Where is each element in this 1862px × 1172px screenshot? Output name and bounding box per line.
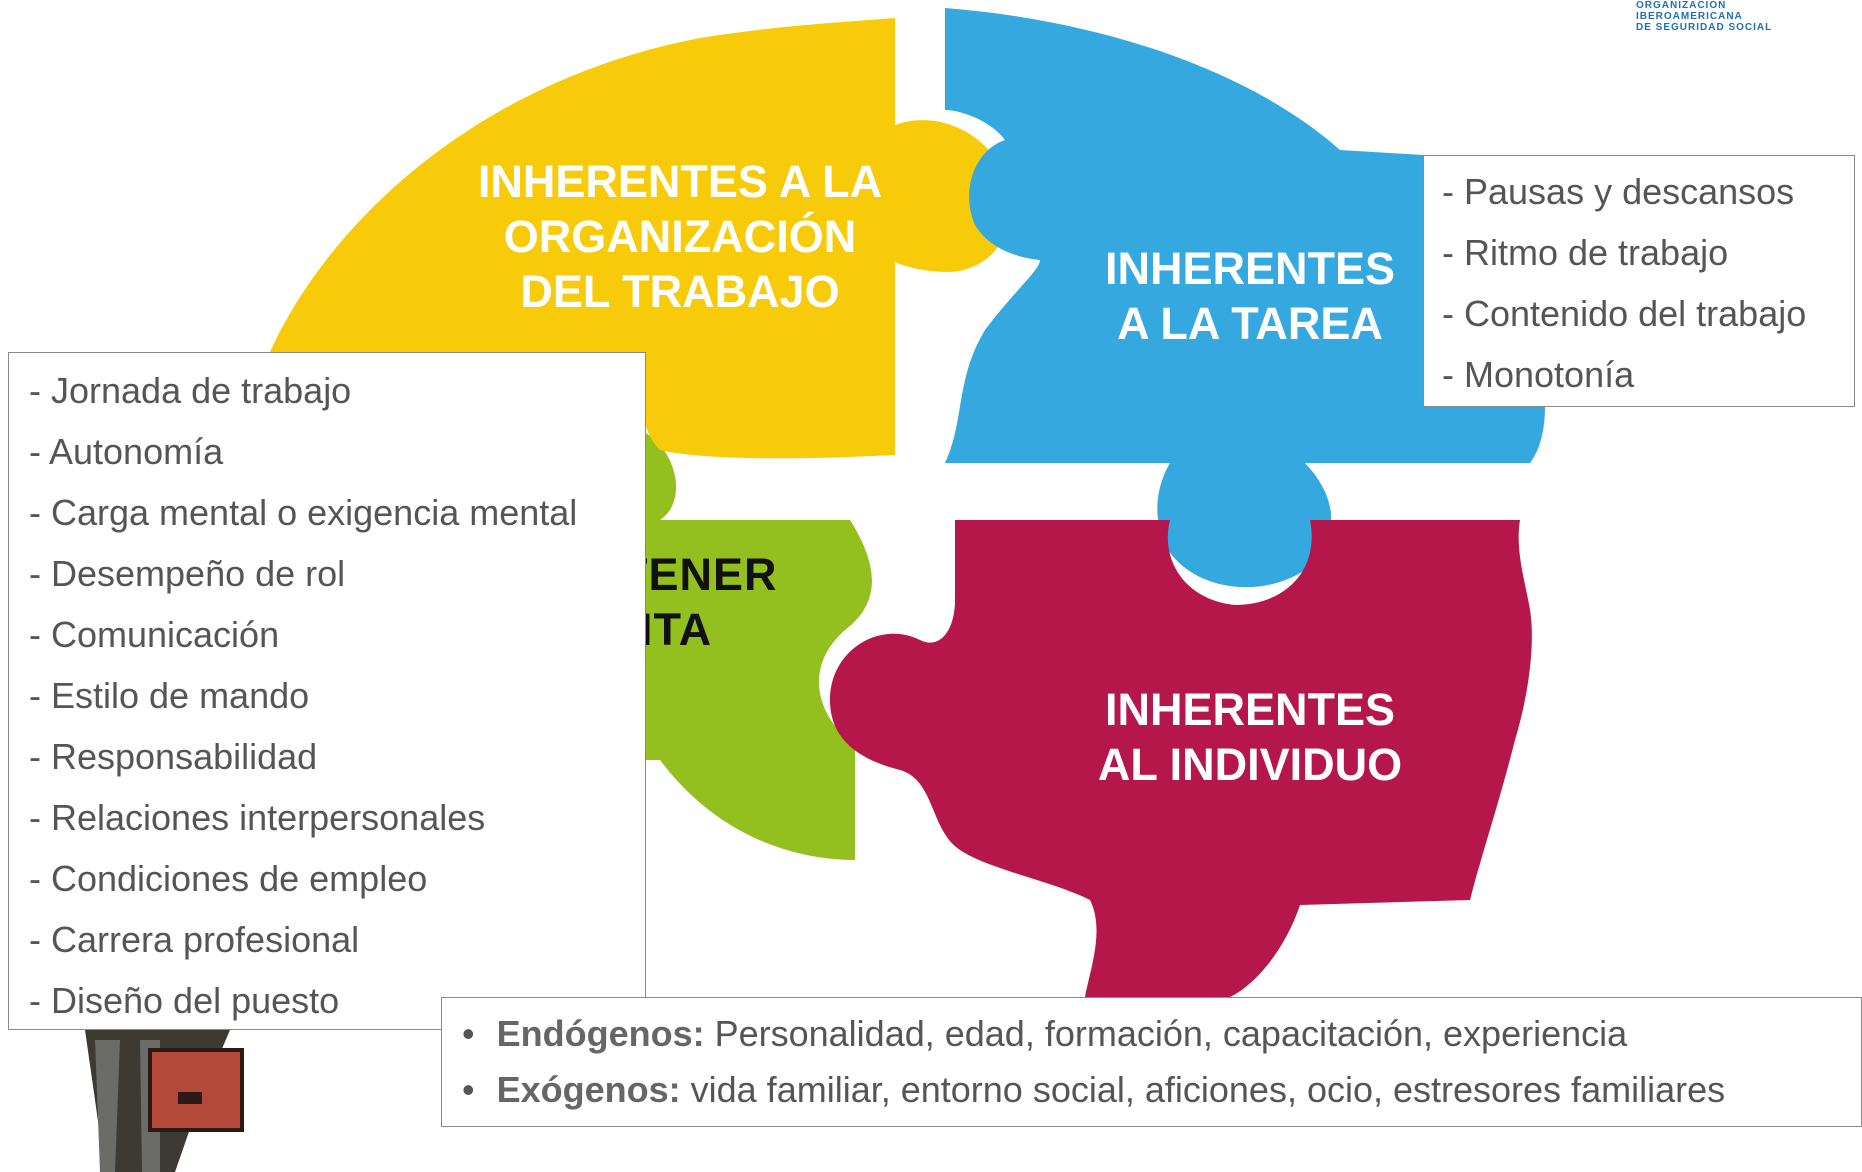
list-item: - Carrera profesional xyxy=(29,919,360,960)
list-item: • Exógenos: vida familiar, entorno social… xyxy=(462,1066,1861,1122)
individual-factors-list: • Endógenos: Personalidad, edad, formació… xyxy=(462,1010,1861,1122)
list-item: - Responsabilidad xyxy=(29,736,318,777)
individual-piece-label: INHERENTES AL INDIVIDUO xyxy=(1097,684,1403,790)
factor-term: Endógenos: xyxy=(496,1013,705,1054)
organization-factors-box: - Jornada de trabajo - Autonomía - Carga… xyxy=(8,352,646,1030)
organization-logo: ORGANIZACIÓN IBEROAMERICANA DE SEGURIDAD… xyxy=(1636,0,1796,33)
list-item: - Contenido del trabajo xyxy=(1442,293,1807,334)
task-piece-label: INHERENTES A LA TAREA xyxy=(1104,243,1396,349)
factor-term: Exógenos: xyxy=(496,1069,681,1110)
blue-puzzle-piece xyxy=(945,8,1545,588)
magenta-puzzle-piece xyxy=(830,520,1532,997)
organization-piece-label: INHERENTES A LA ORGANIZACIÓN DEL TRABAJO xyxy=(477,156,883,317)
list-item: - Ritmo de trabajo xyxy=(1442,232,1729,273)
task-factors-list: - Pausas y descansos - Ritmo de trabajo … xyxy=(1442,169,1854,413)
list-item: - Monotonía xyxy=(1442,354,1635,395)
list-item: - Autonomía xyxy=(29,431,224,472)
list-item: - Condiciones de empleo xyxy=(29,858,428,899)
logo-line-3: DE SEGURIDAD SOCIAL xyxy=(1636,22,1773,33)
green-puzzle-piece xyxy=(640,430,872,860)
task-factors-box: - Pausas y descansos - Ritmo de trabajo … xyxy=(1423,155,1855,407)
list-item: - Estilo de mando xyxy=(29,675,310,716)
list-item: - Carga mental o exigencia mental xyxy=(29,492,578,533)
logo-line-2: IBEROAMERICANA xyxy=(1636,11,1743,22)
bullet-icon: • xyxy=(462,1069,475,1110)
organization-factors-list: - Jornada de trabajo - Autonomía - Carga… xyxy=(29,368,645,1039)
bullet-icon: • xyxy=(462,1013,475,1054)
yellow-puzzle-piece xyxy=(270,18,1012,459)
list-item: - Jornada de trabajo xyxy=(29,370,352,411)
list-item: - Comunicación xyxy=(29,614,280,655)
list-item: • Endógenos: Personalidad, edad, formació… xyxy=(462,1010,1861,1066)
factor-description: vida familiar, entorno social, aficiones… xyxy=(680,1069,1726,1110)
list-item: - Pausas y descansos xyxy=(1442,171,1795,212)
list-item: - Desempeño de rol xyxy=(29,553,346,594)
factor-description: Personalidad, edad, formación, capacitac… xyxy=(704,1013,1628,1054)
list-item: - Diseño del puesto xyxy=(29,980,340,1021)
logo-line-1: ORGANIZACIÓN xyxy=(1636,0,1727,11)
list-item: - Relaciones interpersonales xyxy=(29,797,486,838)
individual-factors-box: • Endógenos: Personalidad, edad, formació… xyxy=(441,997,1862,1127)
businessman-figure xyxy=(85,1030,244,1172)
